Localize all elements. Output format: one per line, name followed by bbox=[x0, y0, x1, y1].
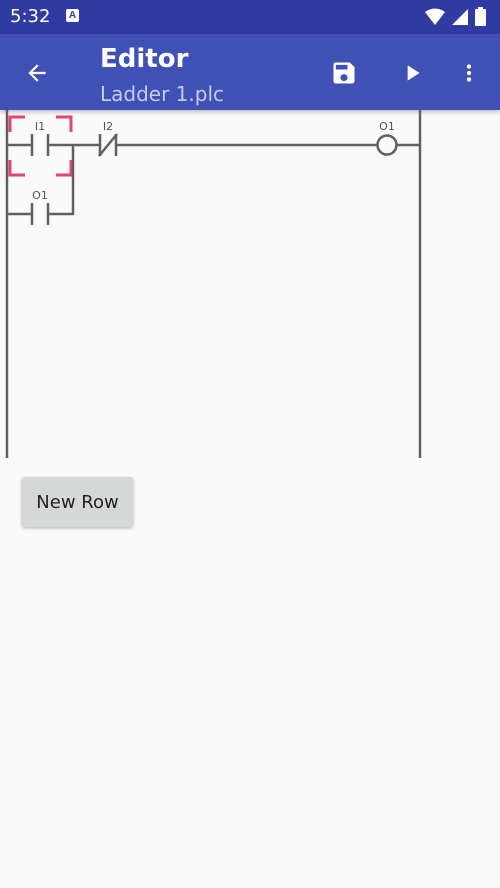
save-button[interactable] bbox=[323, 52, 365, 94]
arrow-back-icon bbox=[28, 64, 46, 82]
page-title: Editor bbox=[100, 44, 189, 74]
battery-icon bbox=[475, 7, 486, 26]
contact-i2[interactable]: I2 bbox=[98, 120, 118, 157]
coil-o1[interactable]: O1 bbox=[376, 120, 398, 156]
save-icon bbox=[333, 62, 355, 84]
contact-i1-label: I1 bbox=[35, 120, 45, 133]
rung-2-branch[interactable]: O1 bbox=[7, 145, 75, 225]
rung-1[interactable]: I1 I2 O1 bbox=[7, 115, 420, 177]
wifi-icon bbox=[425, 8, 445, 25]
status-icons bbox=[425, 7, 486, 26]
contact-o1[interactable]: O1 bbox=[30, 189, 50, 225]
contact-i1[interactable]: I1 bbox=[30, 120, 50, 156]
contact-i2-label: I2 bbox=[103, 120, 113, 133]
status-time: 5:32 bbox=[10, 6, 51, 27]
notification-icon: A bbox=[66, 9, 79, 22]
overflow-menu-button[interactable] bbox=[448, 52, 490, 94]
selection-highlight bbox=[8, 115, 73, 177]
app-bar: Editor Ladder 1.plc bbox=[0, 34, 500, 110]
signal-icon bbox=[452, 8, 468, 25]
new-row-button[interactable]: New Row bbox=[22, 477, 133, 527]
contact-o1-label: O1 bbox=[32, 189, 48, 202]
play-icon bbox=[407, 65, 420, 81]
ladder-canvas[interactable]: I1 I2 O1 bbox=[0, 110, 500, 458]
status-bar: 5:32 A bbox=[0, 0, 500, 34]
coil-o1-label: O1 bbox=[379, 120, 395, 133]
back-button[interactable] bbox=[16, 52, 58, 94]
page-subtitle: Ladder 1.plc bbox=[100, 82, 225, 106]
run-button[interactable] bbox=[391, 52, 433, 94]
more-vert-icon bbox=[466, 64, 472, 82]
